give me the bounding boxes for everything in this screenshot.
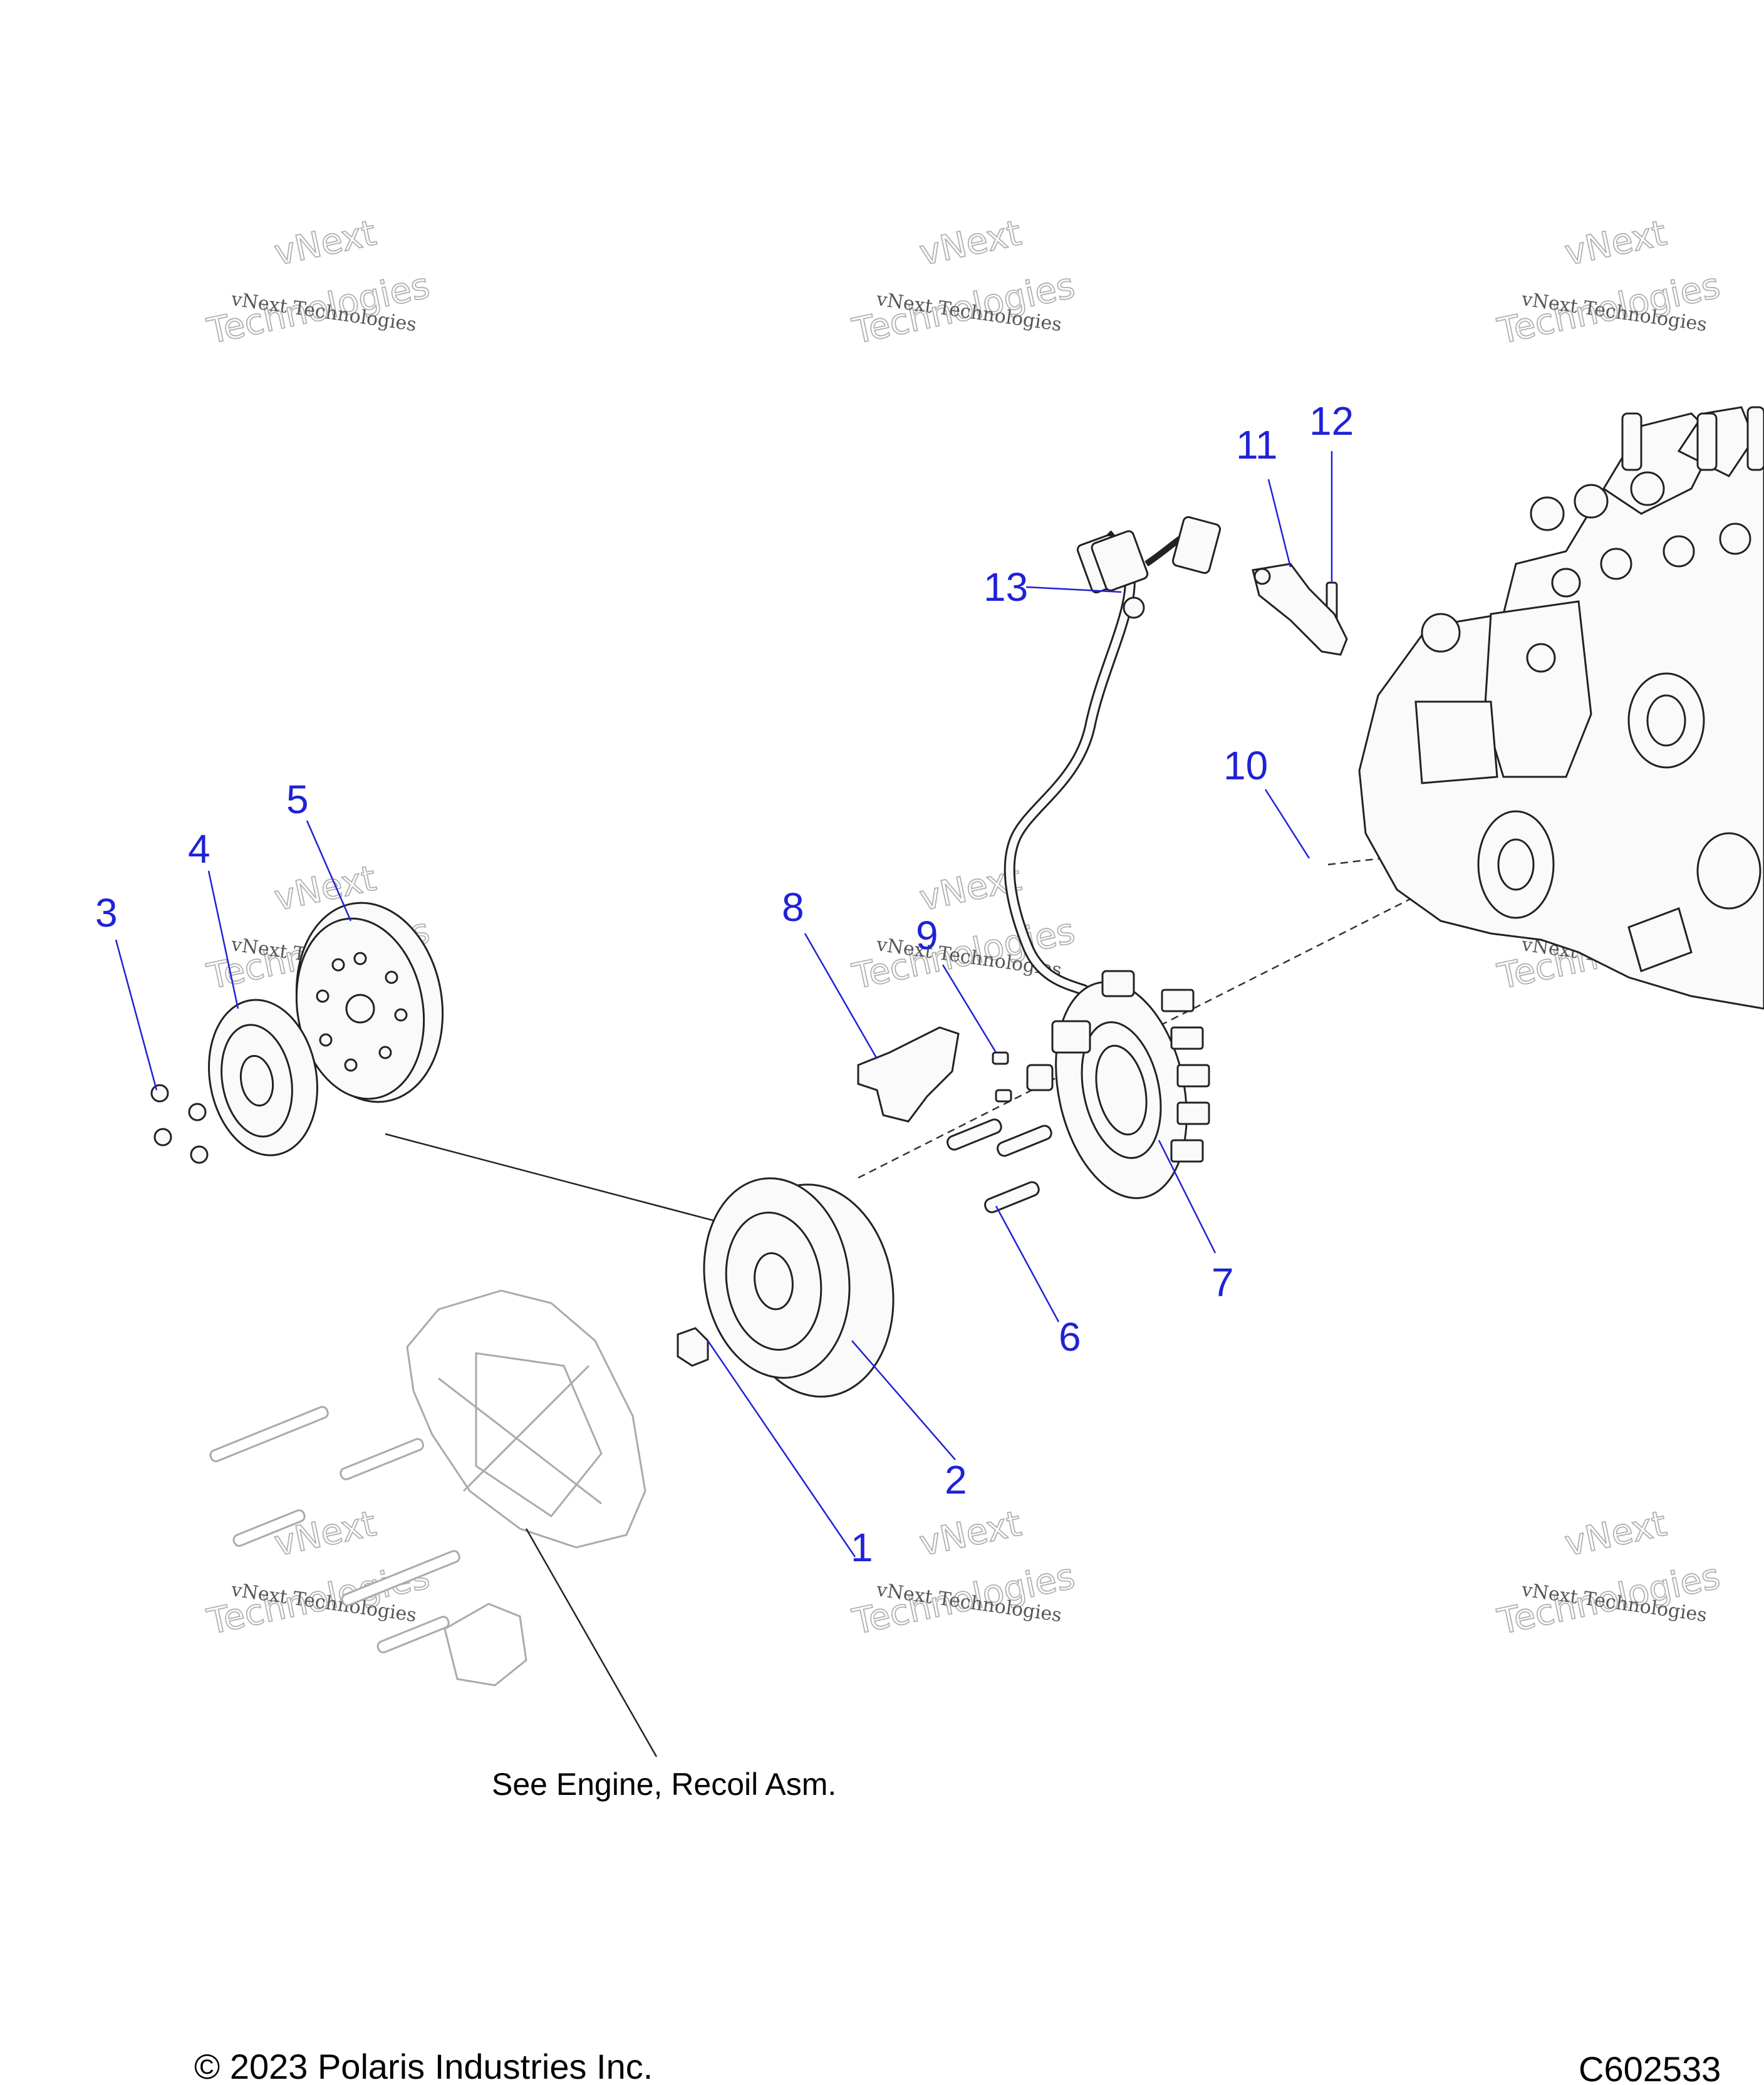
callout-9: 9: [916, 913, 938, 958]
part-2-rotor: [703, 1177, 895, 1398]
watermark-vnext: vNext: [916, 1504, 1025, 1565]
watermark: vNext Technologies vNext Technologies: [848, 1503, 1079, 1643]
watermark-vnext: vNext: [271, 213, 380, 274]
watermark: vNext Technologies vNext Technologies: [1493, 212, 1724, 353]
recoil-housing-illustration: [209, 1289, 646, 1687]
part-9-screws: [992, 1051, 1012, 1103]
engine-block-illustration: [1358, 406, 1764, 1010]
note-see-engine-recoil: See Engine, Recoil Asm.: [492, 1767, 836, 1802]
part-11-bracket: [1252, 563, 1348, 656]
part-13-wire-harness: [1004, 516, 1222, 996]
watermark: vNext Technologies vNext Technologies: [203, 212, 433, 353]
callout-8: 8: [782, 885, 804, 930]
callout-13: 13: [983, 564, 1028, 610]
part-7-stator: [1026, 970, 1210, 1199]
callout-2: 2: [945, 1457, 967, 1502]
watermark: vNext Technologies vNext Technologies: [1493, 1503, 1724, 1643]
watermark-vnext: vNext: [271, 1504, 380, 1565]
footer-copyright: © 2023 Polaris Industries Inc.: [194, 2047, 653, 2085]
callout-7: 7: [1211, 1260, 1234, 1305]
footer-diagram-code: C602533: [1579, 2049, 1721, 2085]
part-4-fan: [208, 999, 318, 1157]
watermark-vnext: vNext: [1561, 1504, 1670, 1565]
flywheel-axis-line: [385, 1133, 730, 1226]
watermark-vnext: vNext: [916, 213, 1025, 274]
part-8-bracket: [857, 1026, 960, 1123]
watermark-vnext: vNext: [1561, 213, 1670, 274]
callout-12: 12: [1309, 398, 1354, 444]
callout-11: 11: [1236, 422, 1277, 467]
callout-4: 4: [188, 826, 210, 871]
callout-labels: 1 2 3 4 5 6 7 8 9 10 11 12 13: [95, 398, 1354, 1570]
part-1-nut: [677, 1327, 709, 1367]
callout-3: 3: [95, 890, 118, 935]
part-6-bolts: [947, 1118, 1052, 1214]
part-5-flywheel: [295, 902, 444, 1103]
watermark: vNext Technologies vNext Technologies: [848, 212, 1079, 353]
leader-lines: [115, 451, 1333, 1757]
part-3-nuts: [150, 1084, 209, 1164]
callout-5: 5: [286, 777, 309, 822]
callout-10: 10: [1223, 743, 1268, 788]
callout-6: 6: [1059, 1314, 1081, 1360]
callout-1: 1: [851, 1525, 873, 1570]
